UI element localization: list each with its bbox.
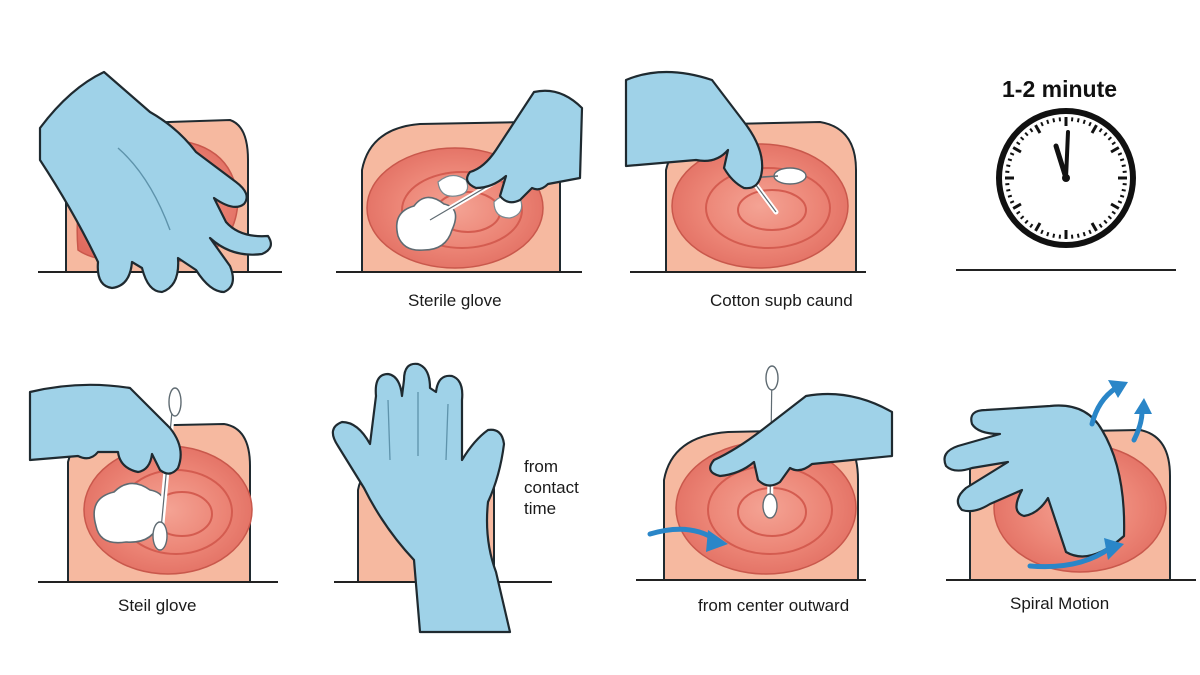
clock-tick xyxy=(1024,131,1029,137)
clock-tick xyxy=(1016,210,1021,215)
clock-tick xyxy=(1082,231,1086,237)
clock-tick xyxy=(1046,119,1050,125)
gloved-hand-icon xyxy=(943,404,1126,558)
clock-tick xyxy=(1007,158,1013,162)
clock-tick xyxy=(1019,215,1025,220)
clock-tick xyxy=(1019,136,1025,141)
panel-1 xyxy=(38,70,282,294)
clock-tick xyxy=(1111,141,1116,146)
clock-tick xyxy=(1046,231,1050,237)
clock-tick xyxy=(1098,128,1103,133)
clock-tick xyxy=(1098,223,1103,228)
clock-tick xyxy=(1090,222,1098,232)
clock-tick xyxy=(1040,121,1044,127)
caption-center-outward: from center outward xyxy=(698,596,850,615)
clock-tick xyxy=(1034,222,1042,232)
panel-5 xyxy=(28,383,278,583)
contact-time-note: from contact time xyxy=(524,456,579,519)
clock-tick xyxy=(1119,158,1125,162)
clock-tick xyxy=(1052,118,1056,123)
cotton-ball xyxy=(395,196,457,252)
clock-tick xyxy=(1034,124,1042,134)
clock-tick xyxy=(1090,124,1098,134)
clock-tick xyxy=(1012,202,1022,210)
clock-duration-label: 1-2 minute xyxy=(1002,76,1118,102)
clock-tick xyxy=(1007,194,1013,198)
clock-tick xyxy=(1110,202,1120,210)
clock-tick xyxy=(1012,146,1022,154)
clock-tick xyxy=(1082,119,1086,125)
clock-tick xyxy=(1117,152,1123,156)
clock-tick xyxy=(1076,233,1080,238)
caption-sterile-glove: Sterile glove xyxy=(408,291,502,310)
clock-tick xyxy=(1024,219,1029,225)
caption-spiral-motion: Spiral Motion xyxy=(1010,594,1110,613)
spiral-arrow-icon xyxy=(1027,545,1113,570)
gloved-hand-icon xyxy=(38,70,272,294)
clock-tick xyxy=(1103,219,1108,225)
clock-tick xyxy=(1029,223,1034,228)
gloved-hand-icon xyxy=(28,383,182,475)
clock-tick xyxy=(1040,229,1044,235)
contact-time-line-1: from xyxy=(524,457,558,476)
clock-tick xyxy=(1006,164,1011,168)
clock-icon xyxy=(996,108,1136,248)
panel-3 xyxy=(624,70,866,273)
panel-2 xyxy=(336,89,584,273)
clock-tick xyxy=(1107,215,1113,220)
clock-tick xyxy=(1088,229,1092,235)
panel-6 xyxy=(331,362,552,634)
clock-tick xyxy=(1016,141,1021,146)
clock-tick xyxy=(1009,152,1015,156)
panel-8 xyxy=(943,380,1196,581)
clock-tick xyxy=(1110,146,1120,154)
clock-tick xyxy=(1117,200,1123,204)
clock-tick xyxy=(1029,128,1034,133)
spiral-arrow-icon xyxy=(1089,385,1119,427)
gloved-hand-icon xyxy=(466,89,584,204)
gloved-hand-icon xyxy=(624,70,764,190)
caption-steil-glove: Steil glove xyxy=(118,596,197,615)
clock-tick xyxy=(1006,188,1011,192)
caption-cotton-swab: Cotton supb caund xyxy=(710,291,853,310)
spiral-arrow-icon xyxy=(1131,409,1145,443)
clock-tick xyxy=(1103,131,1108,137)
clock-tick xyxy=(1111,210,1116,215)
clock-tick xyxy=(1009,200,1015,204)
clock-tick xyxy=(1052,233,1056,238)
clock-tick xyxy=(1107,136,1113,141)
clock-tick xyxy=(1119,194,1125,198)
panel-7 xyxy=(636,365,894,581)
clock-tick xyxy=(1121,164,1126,168)
clock-tick xyxy=(1121,188,1126,192)
gloved-hand-icon xyxy=(709,392,894,487)
panel-4 xyxy=(956,108,1176,271)
gloved-hand-icon xyxy=(331,362,512,634)
clock-tick xyxy=(1088,121,1092,127)
clock-tick xyxy=(1076,118,1080,123)
contact-time-line-2: contact xyxy=(524,478,579,497)
contact-time-line-3: time xyxy=(524,499,557,518)
